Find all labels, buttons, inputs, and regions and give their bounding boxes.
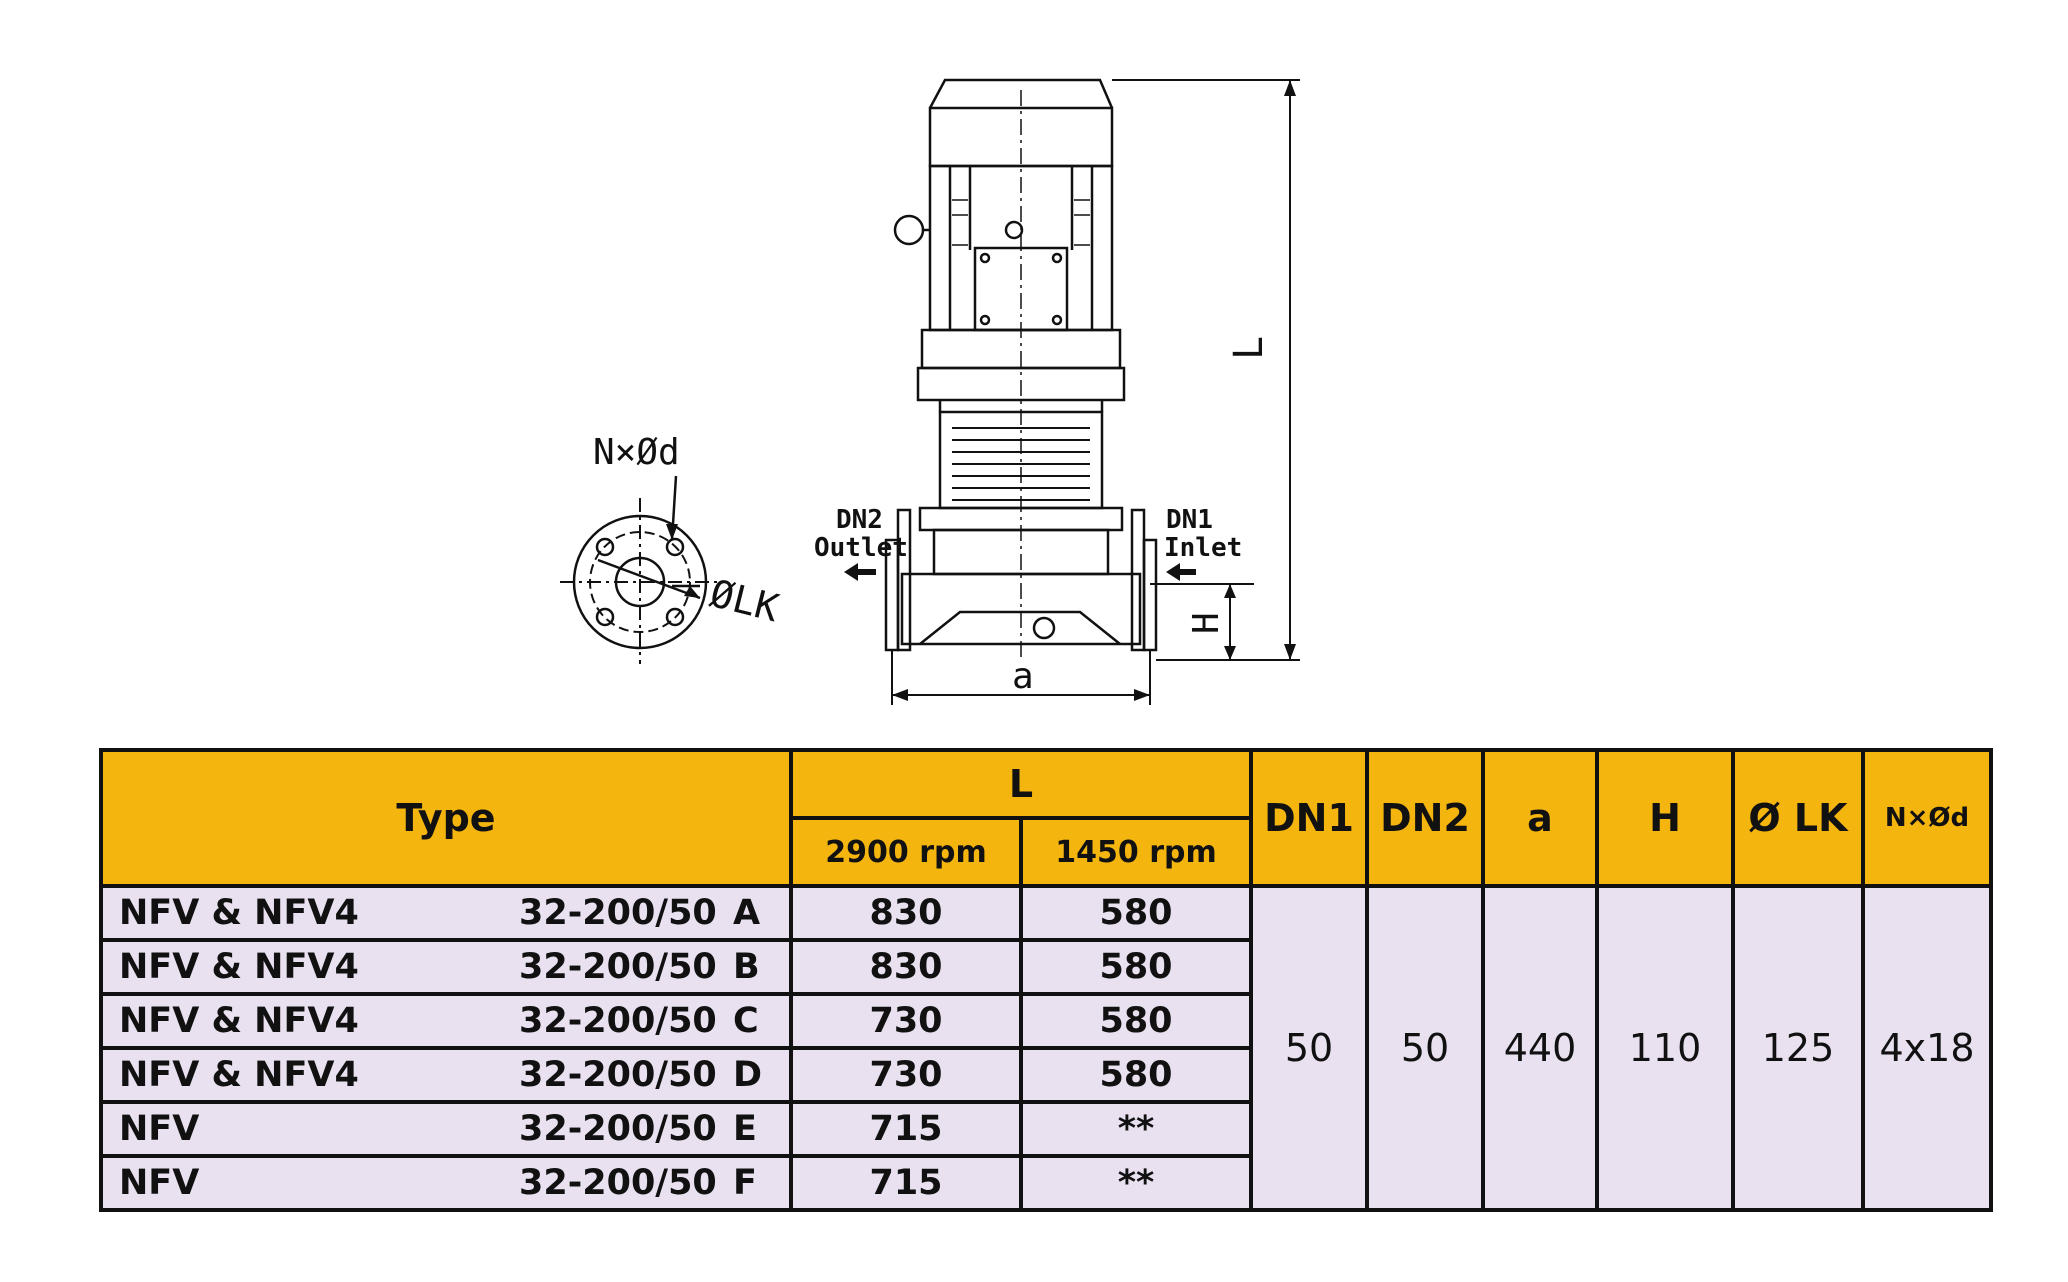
- model-name: 32-200/50: [519, 1001, 717, 1041]
- model-name: 32-200/50: [519, 1109, 717, 1149]
- lk-value: 125: [1731, 884, 1865, 1212]
- table-row: NFV & NFV4 32-200/50 B 830 580: [99, 938, 1991, 996]
- type-cell: NFV & NFV4 32-200/50 D: [99, 1046, 793, 1104]
- dimension-h-label: H: [1186, 612, 1227, 634]
- variant-letter: F: [733, 1163, 757, 1203]
- l-1450-value: 580: [1019, 938, 1253, 996]
- outlet-arrow: [844, 563, 876, 581]
- motor-fins: [952, 199, 1090, 246]
- inlet-dn-label: DN1: [1166, 505, 1213, 535]
- l-1450-value: **: [1019, 1154, 1253, 1212]
- header-row-bottom: 2900 rpm 1450 rpm: [101, 816, 1991, 888]
- bolt-leader-arrowhead: [666, 524, 678, 540]
- length-header: L: [789, 748, 1253, 820]
- l-2900-value: 830: [789, 884, 1023, 942]
- l-2900-value: 715: [789, 1100, 1023, 1158]
- table-row: NFV & NFV4 32-200/50 A 830 580 50 50 440 1…: [99, 884, 1993, 1212]
- motor: [893, 78, 1126, 412]
- h-header: H: [1595, 748, 1735, 888]
- a-header: a: [1481, 748, 1599, 888]
- table-row: NFV 32-200/50 F 715 **: [99, 1154, 1991, 1212]
- series-name: NFV: [119, 1109, 200, 1149]
- series-name: NFV & NFV4: [119, 893, 359, 933]
- model-name: 32-200/50: [519, 893, 717, 933]
- table-row: NFV & NFV4 32-200/50 D 730 580: [99, 1046, 1991, 1104]
- series-name: NFV: [119, 1163, 200, 1203]
- l-2900-value: 715: [789, 1154, 1023, 1212]
- lk-header: Ø LK: [1731, 748, 1865, 888]
- dn2-header: DN2: [1365, 748, 1485, 888]
- l-2900-value: 830: [789, 938, 1023, 996]
- dimension-table: Type L DN1 DN2 a H Ø LK N×Ød 2900 rpm 14…: [99, 748, 1993, 1212]
- variant-letter: E: [733, 1109, 757, 1149]
- dimension-h-arrow-bottom: [1224, 646, 1236, 660]
- model-name: 32-200/50: [519, 1163, 717, 1203]
- l-2900-value: 730: [789, 1046, 1023, 1104]
- l-2900-value: 730: [789, 992, 1023, 1050]
- variant-letter: D: [733, 1055, 763, 1095]
- variant-letter: A: [733, 893, 761, 933]
- l-1450-value: 580: [1019, 992, 1253, 1050]
- dimension-a-label: a: [1012, 656, 1034, 697]
- model-name: 32-200/50: [519, 947, 717, 987]
- model-name: 32-200/50: [519, 1055, 717, 1095]
- dimension-a-arrow-right: [1134, 689, 1150, 701]
- table-row: NFV 32-200/50 E 715 **: [99, 1100, 1991, 1158]
- dn1-value: 50: [1249, 884, 1369, 1212]
- l-1450-value: 580: [1019, 884, 1253, 942]
- l-1450-value: 580: [1019, 1046, 1253, 1104]
- series-name: NFV & NFV4: [119, 1055, 359, 1095]
- dimension-l: [1112, 79, 1300, 661]
- rpm-2900-header: 2900 rpm: [789, 816, 1023, 888]
- type-cell: NFV & NFV4 32-200/50 A: [99, 884, 793, 942]
- dn2-value: 50: [1365, 884, 1485, 1212]
- outlet-dn-label: DN2: [836, 505, 883, 535]
- type-cell: NFV 32-200/50 E: [99, 1100, 793, 1158]
- flange-pitch-circle-label: ØLK: [706, 571, 783, 630]
- outlet-label: Outlet: [814, 533, 908, 563]
- h-value: 110: [1595, 884, 1735, 1212]
- dimension-a-arrow-left: [892, 689, 908, 701]
- type-cell: NFV & NFV4 32-200/50 B: [99, 938, 793, 996]
- table-row: NFV & NFV4 32-200/50 C 730 580: [99, 992, 1991, 1050]
- l-1450-value: **: [1019, 1100, 1253, 1158]
- series-name: NFV & NFV4: [119, 1001, 359, 1041]
- series-name: NFV & NFV4: [119, 947, 359, 987]
- header-row-top: Type L DN1 DN2 a H Ø LK N×Ød: [99, 748, 1993, 888]
- type-cell: NFV 32-200/50 F: [99, 1154, 793, 1212]
- type-cell: NFV & NFV4 32-200/50 C: [99, 992, 793, 1050]
- inlet-label: Inlet: [1164, 533, 1242, 563]
- dimension-l-arrow-top: [1284, 80, 1296, 96]
- nxd-header: N×Ød: [1861, 748, 1993, 888]
- type-header: Type: [99, 748, 793, 888]
- dimension-l-label: L: [1226, 336, 1272, 360]
- dimension-a: [891, 650, 1151, 705]
- variant-letter: B: [733, 947, 760, 987]
- rpm-1450-header: 1450 rpm: [1019, 816, 1253, 888]
- inlet-arrow: [1166, 563, 1196, 581]
- variant-letter: C: [733, 1001, 759, 1041]
- dn1-header: DN1: [1249, 748, 1369, 888]
- nxd-value: 4x18: [1861, 884, 1993, 1212]
- dimension-l-arrow-bottom: [1284, 644, 1296, 660]
- pitch-leader-arrowhead: [684, 586, 700, 598]
- a-value: 440: [1481, 884, 1599, 1212]
- pump-dimension-drawing: N×Ød ØLK: [560, 78, 1300, 705]
- pump-casing: [884, 90, 1158, 660]
- dimension-h-arrow-top: [1224, 584, 1236, 598]
- flange-bolts-label: N×Ød: [593, 432, 680, 473]
- flange-view: [560, 475, 720, 664]
